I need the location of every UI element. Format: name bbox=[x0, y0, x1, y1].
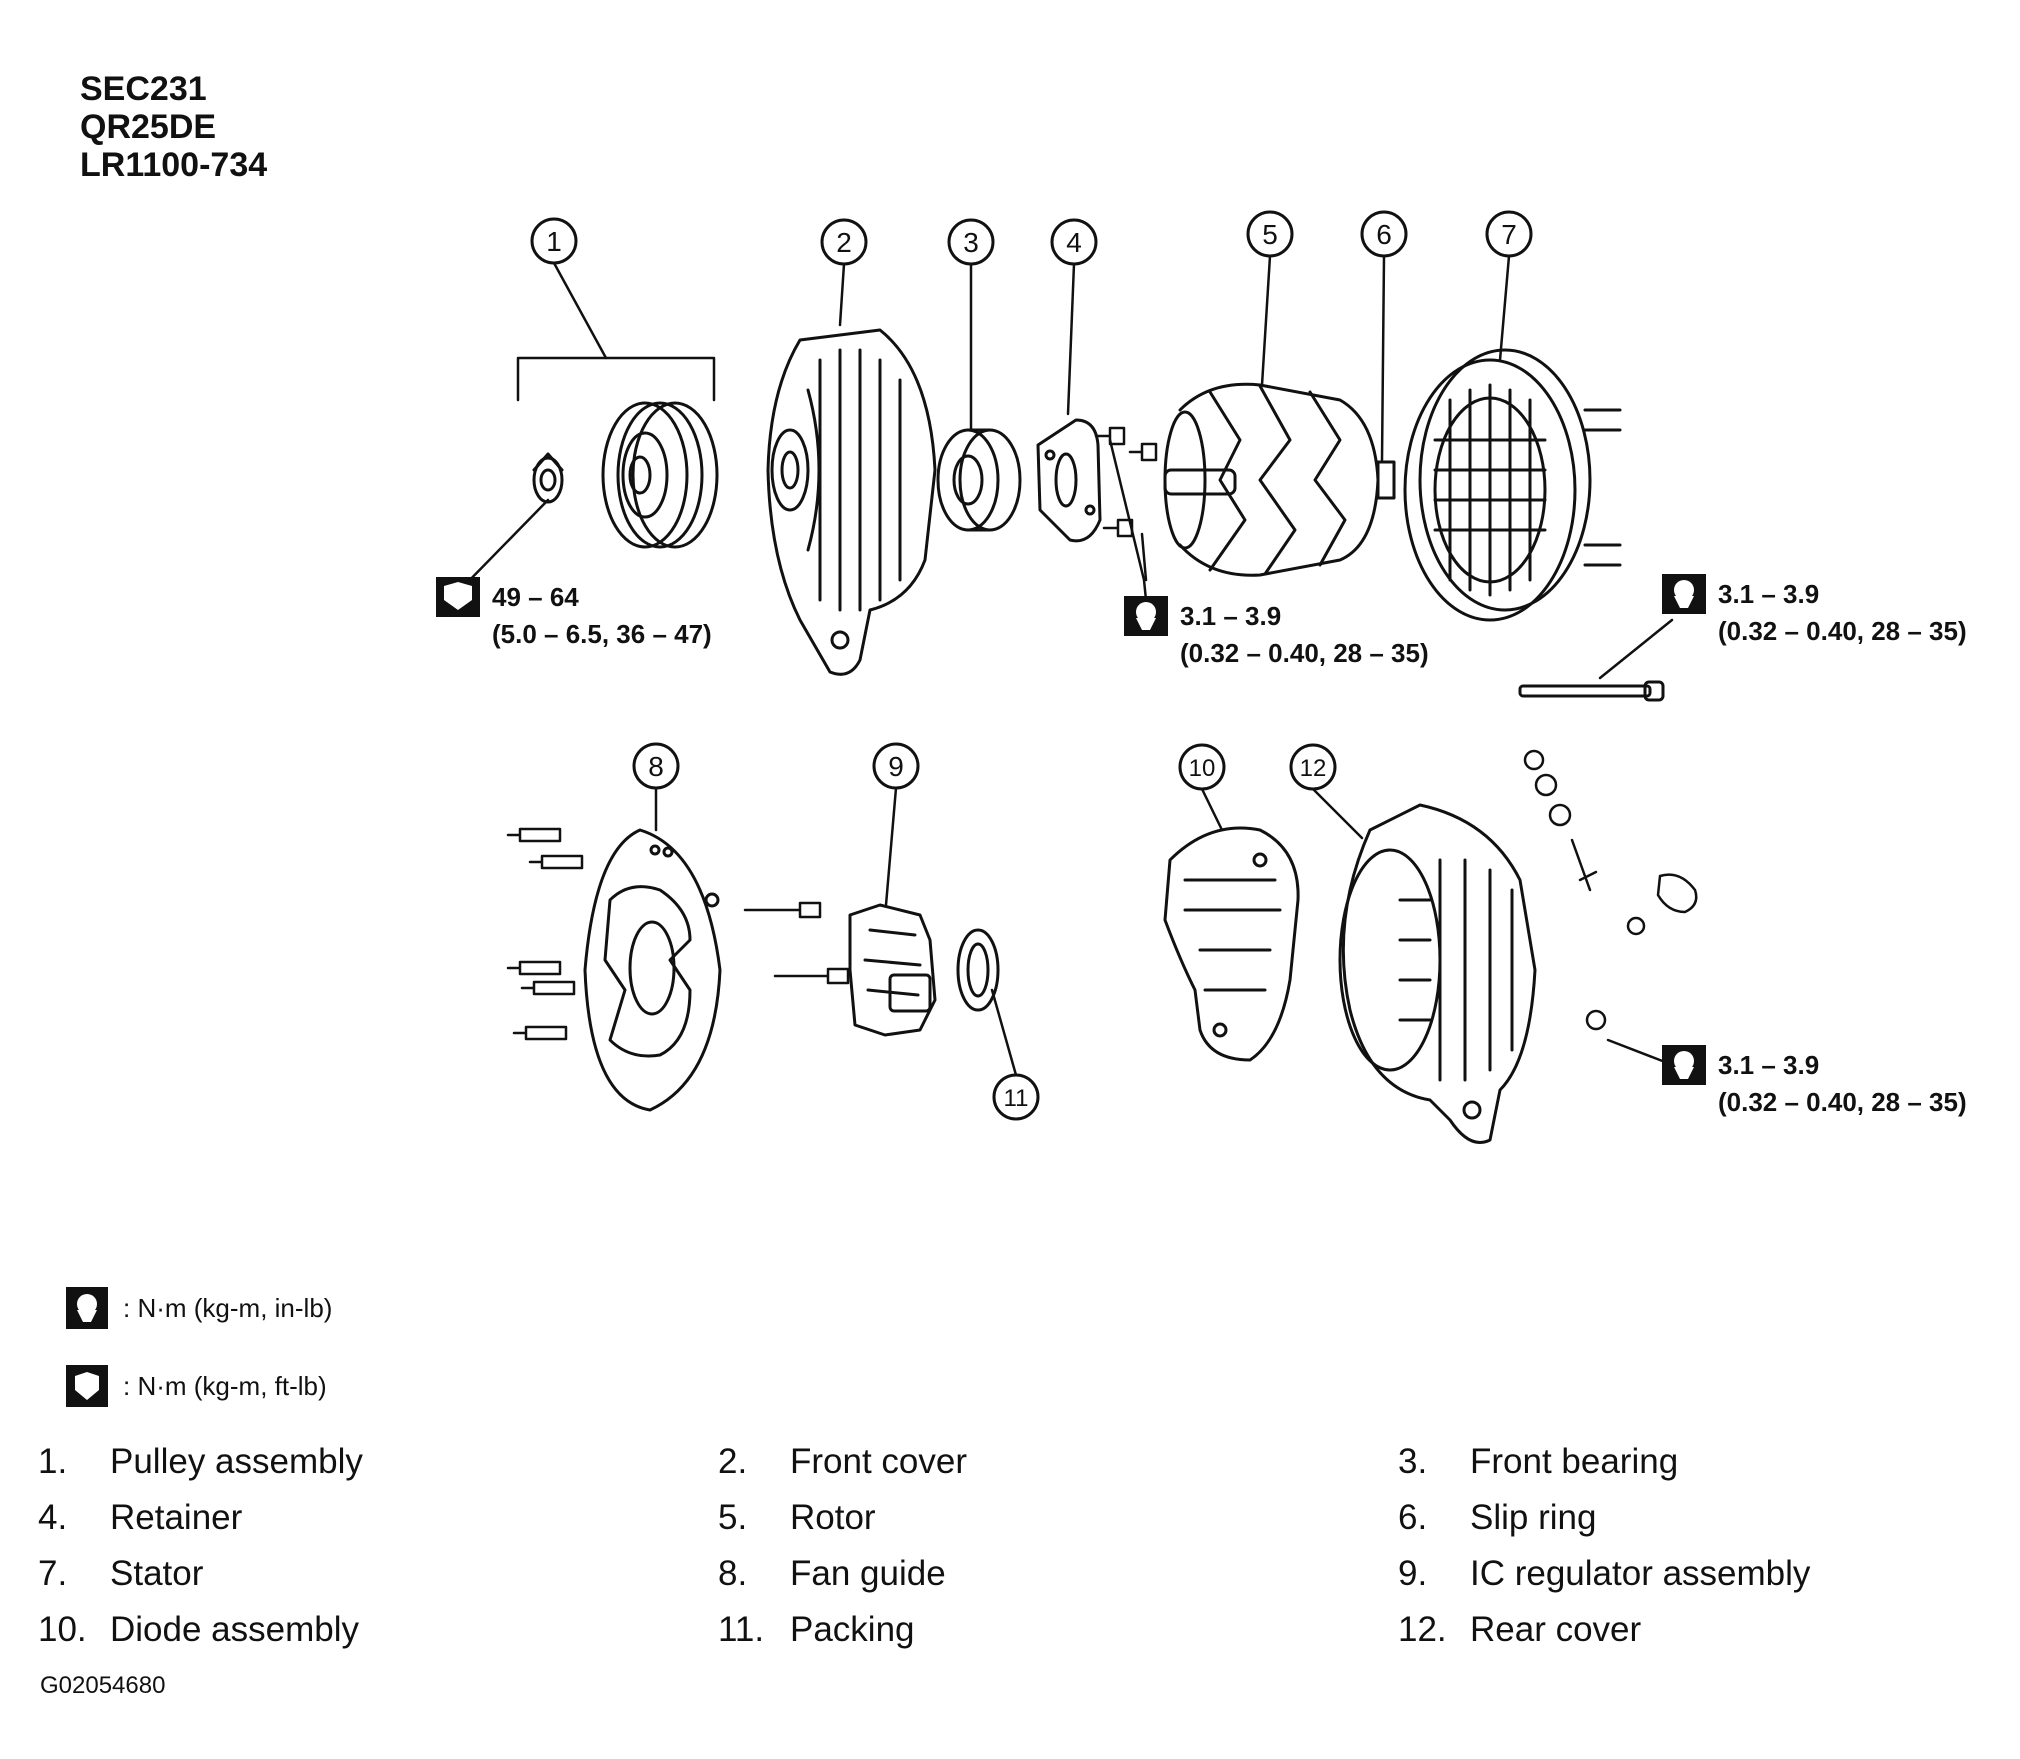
packing-drawing bbox=[956, 928, 1000, 1012]
callout-5-label: 5 bbox=[1262, 219, 1278, 250]
terminal-hardware bbox=[1523, 749, 1698, 1031]
fan-guide-drawing bbox=[583, 828, 722, 1112]
callout-10-label: 10 bbox=[1189, 755, 1216, 782]
torque-spec-conversion: (5.0 – 6.5, 36 – 47) bbox=[492, 619, 712, 649]
part-number: 5. bbox=[718, 1498, 748, 1537]
callout-9: 9 bbox=[872, 742, 920, 790]
part-number: 2. bbox=[718, 1442, 748, 1481]
callout-5: 5 bbox=[1246, 210, 1294, 258]
ic-regulator-drawing bbox=[848, 903, 937, 1037]
callout-4-label: 4 bbox=[1066, 227, 1082, 258]
legend-ft-lb: : N·m (kg-m, ft-lb) bbox=[65, 1364, 327, 1408]
stator-drawing bbox=[1403, 348, 1622, 622]
callout-8: 8 bbox=[632, 742, 680, 790]
torque-spec-value: 49 – 64 bbox=[492, 582, 579, 612]
callout-9-label: 9 bbox=[888, 751, 904, 782]
torque-spec-value: 3.1 – 3.9 bbox=[1180, 601, 1282, 631]
torque-spec-conversion: (0.32 – 0.40, 28 – 35) bbox=[1718, 1087, 1967, 1117]
callout-12: 12 bbox=[1289, 743, 1337, 791]
torque-spec-through-bolt: 3.1 – 3.9 (0.32 – 0.40, 28 – 35) bbox=[1718, 576, 1967, 650]
torque-spec-rear-nut: 3.1 – 3.9 (0.32 – 0.40, 28 – 35) bbox=[1718, 1047, 1967, 1121]
callout-8-label: 8 bbox=[648, 751, 664, 782]
part-name: Retainer bbox=[110, 1498, 243, 1537]
diode-assembly-drawing bbox=[1163, 826, 1300, 1062]
torque-spec-conversion: (0.32 – 0.40, 28 – 35) bbox=[1180, 638, 1429, 668]
callout-2: 2 bbox=[820, 218, 868, 266]
part-name: Slip ring bbox=[1470, 1498, 1597, 1537]
torque-icon-rear-nut bbox=[1662, 1045, 1706, 1085]
callout-1-label: 1 bbox=[546, 226, 562, 257]
part-name: Packing bbox=[790, 1610, 915, 1649]
torque-icon-through-bolt bbox=[1662, 574, 1706, 614]
retainer-drawing bbox=[1036, 418, 1102, 543]
part-number: 9. bbox=[1398, 1554, 1428, 1593]
part-number: 11. bbox=[718, 1610, 765, 1649]
callout-3: 3 bbox=[947, 218, 995, 266]
part-number: 12. bbox=[1398, 1610, 1447, 1649]
part-name: Pulley assembly bbox=[110, 1442, 363, 1481]
torque-icon-pulley-nut bbox=[436, 577, 480, 617]
part-name: Stator bbox=[110, 1554, 204, 1593]
callout-7-label: 7 bbox=[1501, 219, 1517, 250]
part-number: 6. bbox=[1398, 1498, 1428, 1537]
wrench-ft-lb-icon bbox=[66, 1365, 108, 1407]
header-line-section: SEC231 bbox=[80, 70, 207, 108]
torque-spec-value: 3.1 – 3.9 bbox=[1718, 579, 1820, 609]
part-name: Front cover bbox=[790, 1442, 967, 1481]
callout-10: 10 bbox=[1178, 743, 1226, 791]
legend-in-lb: : N·m (kg-m, in-lb) bbox=[65, 1286, 332, 1330]
diagram-header: SEC231 QR25DE LR1100-734 bbox=[80, 70, 267, 184]
legend-in-lb-text: : N·m (kg-m, in-lb) bbox=[123, 1292, 333, 1323]
rear-cover-drawing bbox=[1338, 803, 1537, 1144]
front-bearing-drawing bbox=[936, 428, 1022, 532]
through-bolt-drawing bbox=[1518, 680, 1665, 702]
part-number: 7. bbox=[38, 1554, 68, 1593]
leader-lines bbox=[458, 254, 1674, 1077]
wrench-in-lb-icon bbox=[66, 1287, 108, 1329]
part-name: Rear cover bbox=[1470, 1610, 1642, 1649]
callout-11: 11 bbox=[992, 1073, 1040, 1121]
callout-3-label: 3 bbox=[963, 227, 979, 258]
part-number: 10. bbox=[38, 1610, 87, 1649]
header-line-model: LR1100-734 bbox=[80, 146, 268, 184]
callout-11-label: 11 bbox=[1004, 1085, 1029, 1112]
part-number: 4. bbox=[38, 1498, 68, 1537]
part-name: IC regulator assembly bbox=[1470, 1554, 1811, 1593]
figure-id: G02054680 bbox=[40, 1672, 166, 1699]
header-line-engine: QR25DE bbox=[80, 108, 217, 146]
part-name: Front bearing bbox=[1470, 1442, 1679, 1481]
torque-spec-pulley-nut: 49 – 64 (5.0 – 6.5, 36 – 47) bbox=[492, 579, 712, 653]
fan-guide-screws bbox=[506, 827, 584, 1041]
torque-spec-retainer-screws: 3.1 – 3.9 (0.32 – 0.40, 28 – 35) bbox=[1180, 598, 1429, 672]
torque-icon-retainer-screws bbox=[1124, 596, 1168, 636]
callout-12-label: 12 bbox=[1300, 755, 1327, 782]
retainer-screws bbox=[1094, 426, 1158, 538]
part-number: 8. bbox=[718, 1554, 748, 1593]
part-number: 1. bbox=[38, 1442, 68, 1481]
parts-list: 1. Pulley assembly 2. Front cover 3. Fro… bbox=[0, 1442, 2020, 1682]
part-number: 3. bbox=[1398, 1442, 1428, 1481]
rotor-drawing bbox=[1163, 382, 1396, 577]
callout-7: 7 bbox=[1485, 210, 1533, 258]
ic-regulator-screws bbox=[743, 901, 850, 985]
part-name: Diode assembly bbox=[110, 1610, 359, 1649]
part-name: Fan guide bbox=[790, 1554, 946, 1593]
callout-2-label: 2 bbox=[836, 227, 852, 258]
torque-spec-conversion: (0.32 – 0.40, 28 – 35) bbox=[1718, 616, 1967, 646]
callout-1: 1 bbox=[530, 217, 578, 265]
callout-6: 6 bbox=[1360, 210, 1408, 258]
alternator-exploded-view: 1 2 3 4 5 6 7 8 9 10 11 12 bbox=[436, 210, 1706, 1144]
callout-4: 4 bbox=[1050, 218, 1098, 266]
part-name: Rotor bbox=[790, 1498, 876, 1537]
callout-6-label: 6 bbox=[1376, 219, 1392, 250]
front-cover-drawing bbox=[766, 328, 937, 676]
torque-spec-value: 3.1 – 3.9 bbox=[1718, 1050, 1820, 1080]
pulley-assembly-drawing bbox=[532, 401, 719, 549]
legend-ft-lb-text: : N·m (kg-m, ft-lb) bbox=[123, 1370, 327, 1401]
